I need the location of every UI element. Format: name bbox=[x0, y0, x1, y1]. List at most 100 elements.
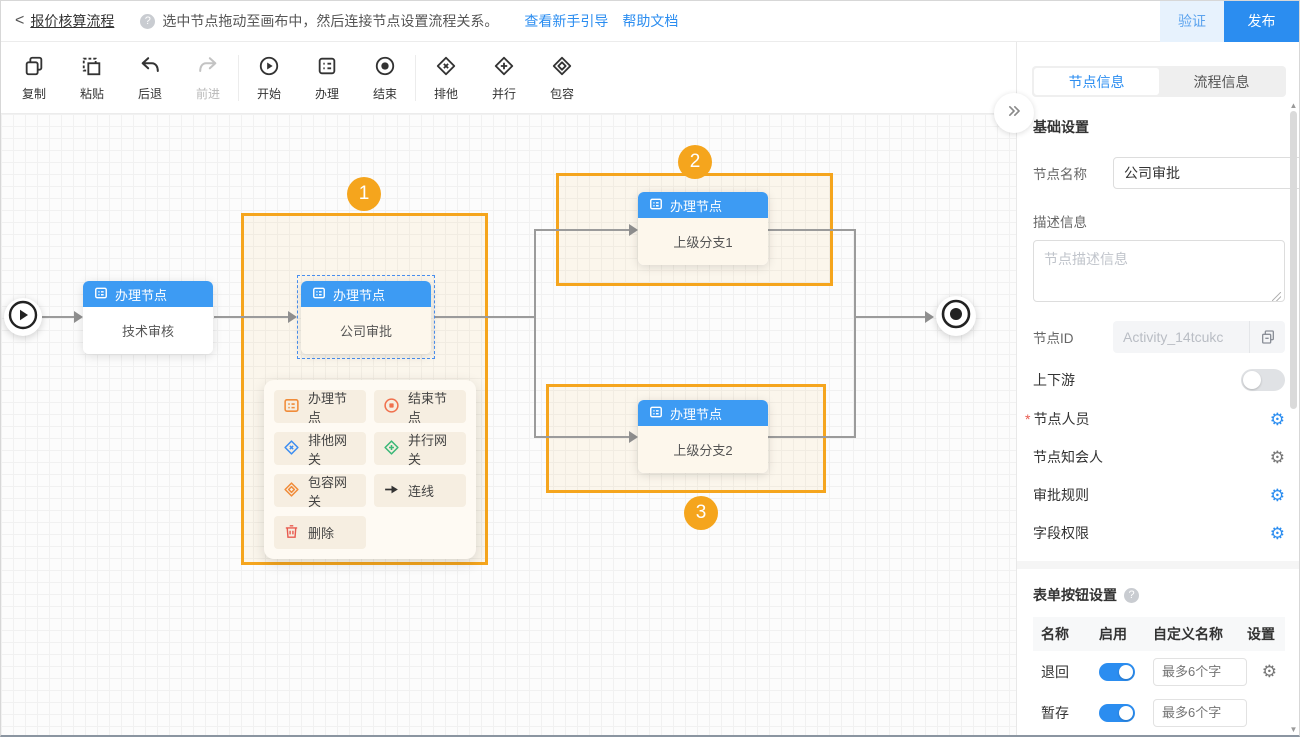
sidebar-tabs: 节点信息 流程信息 bbox=[1032, 66, 1286, 97]
copy-id-button[interactable] bbox=[1249, 321, 1285, 353]
approval-rule-row: 审批规则 ⚙ bbox=[1033, 485, 1285, 505]
save-custom-name-input[interactable] bbox=[1153, 699, 1247, 727]
inclusive-gateway-icon bbox=[283, 481, 300, 501]
description-textarea[interactable] bbox=[1033, 240, 1285, 302]
form-buttons-header: 名称 启用 自定义名称 设置 bbox=[1033, 617, 1285, 651]
collapse-sidebar-icon bbox=[1004, 101, 1024, 126]
properties-sidebar: 节点信息 流程信息 基础设置 节点名称 描述信息 节点ID Activit bbox=[1016, 42, 1299, 735]
top-header: < 报价核算流程 ? 选中节点拖动至画布中，然后连接节点设置流程关系。 查看新手… bbox=[1, 1, 1299, 42]
col-enabled: 启用 bbox=[1099, 624, 1153, 644]
menu-item-end-node[interactable]: 结束节点 bbox=[374, 390, 466, 423]
menu-item-parallel-gateway[interactable]: 并行网关 bbox=[374, 432, 466, 465]
node-title: 公司审批 bbox=[301, 307, 431, 354]
save-toggle[interactable] bbox=[1099, 704, 1135, 722]
end-event-button[interactable]: 结束 bbox=[356, 53, 414, 102]
paste-button[interactable]: 粘贴 bbox=[63, 53, 121, 102]
row-name: 退回 bbox=[1041, 662, 1099, 682]
sidebar-scrollbar[interactable]: ▲ ▼ bbox=[1287, 101, 1299, 734]
node-id-row: 节点ID Activity_14tcukc bbox=[1033, 321, 1285, 353]
approval-rule-label: 审批规则 bbox=[1033, 485, 1089, 505]
start-node[interactable] bbox=[4, 298, 42, 336]
node-id-label: 节点ID bbox=[1033, 327, 1113, 347]
task-node-company-approval[interactable]: 办理节点 公司审批 bbox=[301, 281, 431, 354]
scroll-down-icon[interactable]: ▼ bbox=[1287, 725, 1299, 734]
edge bbox=[768, 436, 854, 438]
flow-title-link[interactable]: 报价核算流程 bbox=[30, 11, 114, 31]
scroll-up-icon[interactable]: ▲ bbox=[1287, 101, 1299, 110]
menu-item-exclusive-gateway[interactable]: 排他网关 bbox=[274, 432, 366, 465]
node-title: 技术审核 bbox=[83, 307, 213, 354]
field-permission-gear-icon[interactable]: ⚙ bbox=[1270, 525, 1285, 542]
edge-arrow bbox=[288, 311, 297, 323]
form-buttons-title: 表单按钮设置 bbox=[1033, 585, 1117, 605]
flow-canvas[interactable]: 办理节点 技术审核 办理节点 公司审批 办理节点 bbox=[1, 114, 1016, 735]
verify-button[interactable]: 验证 bbox=[1160, 1, 1224, 42]
edge bbox=[42, 316, 75, 318]
node-id-field: Activity_14tcukc bbox=[1113, 321, 1285, 353]
menu-item-task-node[interactable]: 办理节点 bbox=[274, 390, 366, 423]
toolbar-separator bbox=[238, 55, 239, 101]
copy-button[interactable]: 复制 bbox=[5, 53, 63, 102]
tab-node-info[interactable]: 节点信息 bbox=[1034, 68, 1159, 95]
publish-button[interactable]: 发布 bbox=[1224, 1, 1299, 42]
return-gear-icon[interactable]: ⚙ bbox=[1247, 663, 1277, 680]
node-type-label: 办理节点 bbox=[670, 196, 722, 215]
start-event-button[interactable]: 开始 bbox=[240, 53, 298, 102]
task-node-branch-2[interactable]: 办理节点 上级分支2 bbox=[638, 400, 768, 473]
node-type-label: 办理节点 bbox=[670, 404, 722, 423]
node-title: 上级分支1 bbox=[638, 218, 768, 265]
collapse-sidebar-button[interactable] bbox=[994, 93, 1034, 133]
edge bbox=[214, 316, 289, 318]
node-title: 上级分支2 bbox=[638, 426, 768, 473]
assignee-gear-icon[interactable]: ⚙ bbox=[1270, 411, 1285, 428]
undo-button[interactable]: 后退 bbox=[121, 53, 179, 102]
annotation-badge-1: 1 bbox=[347, 177, 381, 211]
menu-item-inclusive-gateway[interactable]: 包容网关 bbox=[274, 474, 366, 507]
node-type-label: 办理节点 bbox=[333, 285, 385, 304]
edge bbox=[435, 316, 535, 318]
task-node-tech-review[interactable]: 办理节点 技术审核 bbox=[83, 281, 213, 354]
approval-rule-gear-icon[interactable]: ⚙ bbox=[1270, 487, 1285, 504]
parallel-gateway-icon bbox=[383, 439, 400, 459]
col-custom-name: 自定义名称 bbox=[1153, 624, 1247, 644]
parallel-gateway-icon bbox=[493, 55, 515, 82]
edge-arrow bbox=[74, 311, 83, 323]
tab-flow-info[interactable]: 流程信息 bbox=[1159, 68, 1284, 95]
form-buttons-title-row: 表单按钮设置 ? bbox=[1033, 585, 1285, 605]
description-label: 描述信息 bbox=[1033, 211, 1285, 231]
task-node-icon bbox=[94, 286, 108, 303]
edge bbox=[534, 229, 536, 437]
editor-left-column: 复制 粘贴 后退 前进 开始 bbox=[1, 42, 1016, 735]
editor-body: 复制 粘贴 后退 前进 开始 bbox=[1, 42, 1299, 735]
task-node-branch-1[interactable]: 办理节点 上级分支1 bbox=[638, 192, 768, 265]
back-icon[interactable]: < bbox=[15, 12, 24, 30]
redo-button[interactable]: 前进 bbox=[179, 53, 237, 102]
inclusive-gateway-button[interactable]: 包容 bbox=[533, 53, 591, 102]
menu-item-delete[interactable]: 删除 bbox=[274, 516, 366, 549]
exclusive-gateway-icon bbox=[283, 439, 300, 459]
node-name-row: 节点名称 bbox=[1033, 157, 1285, 189]
toggle-knob bbox=[1119, 665, 1133, 679]
node-name-input[interactable] bbox=[1113, 157, 1299, 189]
node-header: 办理节点 bbox=[83, 281, 213, 307]
scrollbar-thumb[interactable] bbox=[1290, 111, 1297, 409]
node-assignee-label: *节点人员 bbox=[1033, 409, 1089, 429]
node-type-label: 办理节点 bbox=[115, 285, 167, 304]
return-custom-name-input[interactable] bbox=[1153, 658, 1247, 686]
cc-gear-icon[interactable]: ⚙ bbox=[1270, 449, 1285, 466]
start-event-icon bbox=[258, 55, 280, 82]
menu-item-connector[interactable]: 连线 bbox=[374, 474, 466, 507]
beginner-guide-link[interactable]: 查看新手引导 bbox=[524, 11, 608, 31]
task-node-button[interactable]: 办理 bbox=[298, 53, 356, 102]
resize-handle[interactable] bbox=[1272, 292, 1281, 301]
node-id-value: Activity_14tcukc bbox=[1113, 329, 1249, 345]
parallel-gateway-button[interactable]: 并行 bbox=[475, 53, 533, 102]
exclusive-gateway-button[interactable]: 排他 bbox=[417, 53, 475, 102]
description-wrap bbox=[1033, 240, 1285, 307]
row-name: 暂存 bbox=[1041, 703, 1099, 723]
updown-toggle[interactable] bbox=[1241, 369, 1285, 391]
return-toggle[interactable] bbox=[1099, 663, 1135, 681]
help-docs-link[interactable]: 帮助文档 bbox=[622, 11, 678, 31]
end-node[interactable] bbox=[936, 296, 976, 336]
